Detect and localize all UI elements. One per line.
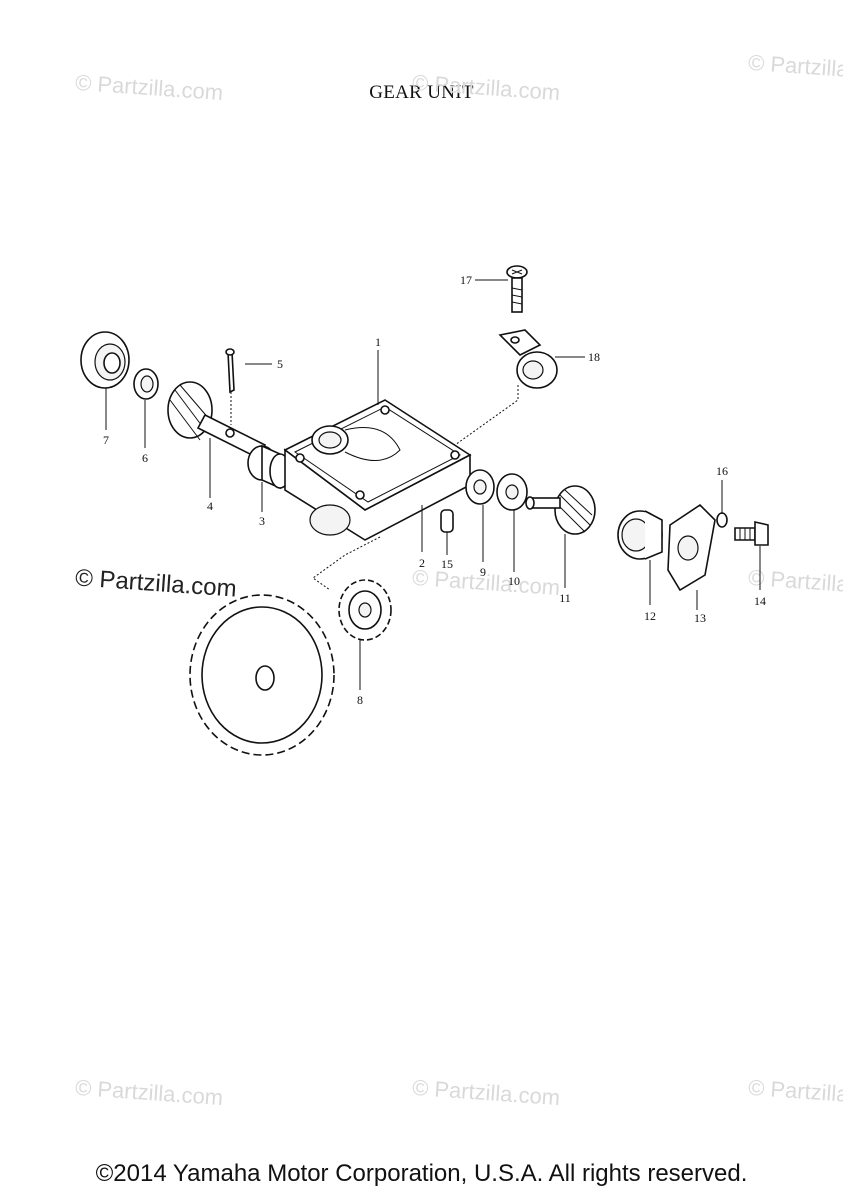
part-label: 3: [259, 514, 265, 528]
part-label: 7: [103, 433, 109, 447]
part-11-gear[interactable]: [525, 485, 596, 535]
part-7-oil-seal[interactable]: [80, 331, 130, 389]
part-10-washer[interactable]: [496, 473, 528, 511]
part-3-bushing[interactable]: [247, 444, 291, 490]
part-label: 14: [754, 594, 766, 608]
part-label: 1: [375, 335, 381, 349]
part-label: 4: [207, 499, 213, 513]
part-5-pin[interactable]: [225, 348, 235, 394]
part-18-clamp[interactable]: [498, 329, 558, 389]
part-label: 10: [508, 574, 520, 588]
part-16-washer[interactable]: [716, 512, 728, 528]
part-label: 11: [559, 591, 571, 605]
part-label: 16: [716, 464, 728, 478]
part-12-cap[interactable]: [617, 510, 663, 560]
part-label: 17: [460, 273, 472, 287]
part-label: 2: [419, 556, 425, 570]
part-label: 9: [480, 565, 486, 579]
diagram-title: GEAR UNIT: [369, 82, 474, 103]
part-label: 5: [277, 357, 283, 371]
part-label: 15: [441, 557, 453, 571]
part-17-screw[interactable]: [506, 265, 528, 313]
part-8-gear[interactable]: [189, 579, 392, 756]
part-9-washer[interactable]: [465, 469, 495, 505]
part-13-plate[interactable]: [667, 503, 716, 592]
part-label: 13: [694, 611, 706, 625]
part-14-bolt[interactable]: [734, 520, 769, 546]
copyright-notice: ©2014 Yamaha Motor Corporation, U.S.A. A…: [95, 1160, 748, 1187]
part-label: 12: [644, 609, 656, 623]
part-1-housing[interactable]: [283, 399, 472, 541]
part-15-dowel-pin[interactable]: [440, 509, 454, 533]
part-label: 8: [357, 693, 363, 707]
part-label: 18: [588, 350, 600, 364]
part-4-gear-shaft[interactable]: [167, 381, 267, 460]
part-6-washer[interactable]: [133, 368, 159, 400]
part-label: 6: [142, 451, 148, 465]
